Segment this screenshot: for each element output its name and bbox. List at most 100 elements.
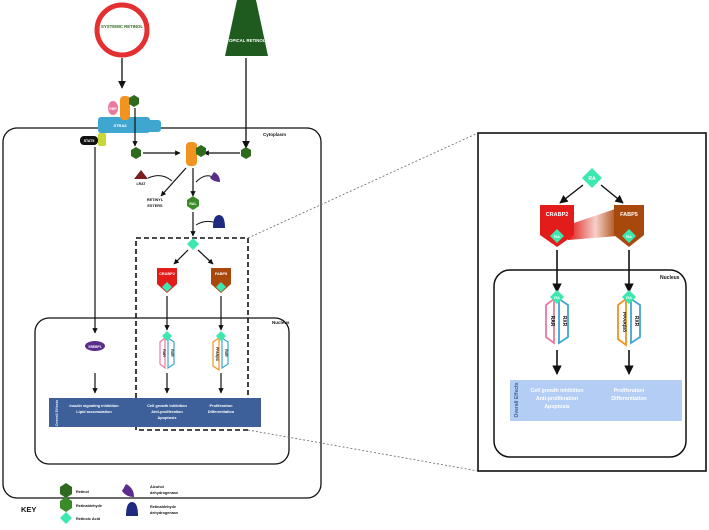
cytoplasm-label: Cytoplasm	[263, 132, 286, 137]
rbp-label: RBP	[109, 107, 117, 111]
key-alcohol-dh-label-2: dehydrogenase	[150, 491, 178, 495]
crabp2-fabp5-bridge	[568, 208, 618, 240]
ra-bound-rar-small	[162, 331, 172, 341]
crabp2-protein-small	[157, 268, 177, 293]
rxr-label-large-2: RXR	[633, 316, 639, 327]
effect-lipid: Lipid accumulation	[76, 409, 112, 414]
zoom-connector-bottom	[247, 429, 479, 472]
systemic-retinol-ring	[94, 2, 150, 58]
crabp2-label-small: CRABP2	[159, 272, 175, 276]
srebp1-label: SREBP1	[88, 345, 101, 349]
ra-bound-fabp5-large	[622, 229, 636, 243]
rxr-ppar-partner-small	[221, 336, 229, 370]
stra6-label: STRA6	[113, 123, 127, 128]
stra6-side-lobe	[145, 120, 161, 132]
ppar-label-large: PPARβ/δ	[621, 312, 627, 332]
rxr-label-small: RXR	[170, 349, 174, 357]
rxr-label-large: RXR	[561, 316, 567, 327]
rar-protein-small	[159, 336, 166, 370]
crbp-retinol-complex	[186, 142, 206, 166]
rxr-protein-large	[558, 297, 569, 345]
zoom-effect-anti-proliferation: Anti-proliferation	[536, 396, 578, 402]
key-retinaldehyde-icon	[60, 497, 72, 512]
systemic-retinol-source: SYSTEMIC RETINOL	[94, 2, 150, 58]
retinyl-esters-label-1: RETINYL	[147, 198, 164, 202]
nucleus-zoom-label: Nucleus	[660, 275, 680, 281]
ra-label-ppar: RA	[626, 295, 632, 300]
ra-bound-crabp2-large	[550, 229, 564, 243]
topical-label: TOPICAL RETINOL	[227, 38, 266, 43]
fabp5-label-small: FABP5	[215, 272, 227, 276]
ra-label-zoom: RA	[588, 176, 596, 182]
effect-insulin: Insulin signaling inhibition	[69, 403, 119, 408]
ra-bound-fabp5-small	[216, 282, 226, 292]
retinol-molecule-topical	[241, 147, 251, 159]
fabp5-large: FABP5 RA	[614, 205, 644, 247]
jak-kinase	[98, 133, 106, 146]
systemic-label-1: SYSTEMIC RETINOL	[101, 24, 143, 29]
rxr-ppar-partner-large	[630, 297, 641, 345]
ra-molecule-cytoplasm	[187, 238, 199, 250]
ral-molecule	[187, 196, 199, 210]
stra6-receptor-complex: STRA6 RBP STAT5	[80, 95, 161, 146]
ppar-protein-small	[212, 336, 220, 372]
effect-differentiation: Differentiation	[208, 409, 235, 414]
rxr-protein-small	[167, 336, 175, 370]
effects-title-zoom: Overall Effects	[514, 382, 520, 417]
key-retinaldehyde-dh-label-1: Retinaldehyde	[150, 505, 176, 509]
ppar-protein-large	[617, 297, 627, 347]
cell-membrane	[2, 127, 322, 499]
rbp-protein	[108, 101, 118, 115]
lrat-label: LRAT	[136, 182, 146, 186]
stat5-label: STAT5	[84, 139, 95, 143]
lrat-enzyme	[134, 170, 148, 179]
effect-proliferation: Proliferation	[210, 403, 234, 408]
ppar-rxr-large: PPARβ/δ RXR RA	[617, 290, 641, 347]
nucleus-label: Nucleus	[272, 320, 290, 325]
raldh-catalysis-arc	[195, 220, 217, 226]
srebp1-protein	[85, 341, 105, 351]
rdh-enzyme	[210, 172, 220, 182]
retinol-molecule-systemic	[131, 147, 141, 159]
zoom-effect-proliferation: Proliferation	[614, 388, 645, 394]
effects-bar-main	[49, 398, 261, 427]
key-retinol-label: Retinol	[76, 490, 89, 494]
rar-label-small: RAR	[162, 349, 166, 357]
effect-growth-inhibition: Cell growth inhibition	[147, 403, 187, 408]
key-retinol-icon	[60, 483, 72, 498]
crbp-protein	[186, 142, 197, 166]
crabp2-label-large: CRABP2	[546, 212, 569, 218]
crabp2-large: CRABP2 RA	[540, 205, 574, 247]
ra-label-rar: RA	[554, 295, 560, 300]
effects-bar-zoom	[510, 380, 682, 421]
rxr-label-small-2: RXR	[224, 349, 228, 357]
key-retinaldehyde-dh-icon	[126, 502, 138, 516]
effect-apoptosis: Apoptosis	[157, 415, 176, 420]
fabp5-label-large: FABP5	[620, 212, 638, 218]
fabp5-protein-small	[211, 268, 231, 293]
effects-title-main: Overall Effects	[55, 400, 59, 427]
zoom-region-box	[135, 237, 249, 431]
topical-tube-shape	[225, 0, 268, 56]
ra-label-crabp2: RA	[554, 234, 560, 239]
raldh-enzyme	[213, 215, 225, 228]
crbp-bound	[120, 96, 130, 120]
ra-bound-ppar-small	[216, 331, 226, 341]
stra6-receptor	[98, 117, 150, 133]
ppar-rxr-small: PPARβ/δ RXR	[212, 331, 229, 372]
key-retinaldehyde-label: Retinaldehyde	[76, 504, 102, 508]
zoom-effect-differentiation: Differentiation	[611, 396, 646, 402]
key-retinaldehyde-dh-label-2: dehydrogenase	[150, 511, 178, 515]
lrat-catalysis-arc	[147, 175, 173, 182]
retinol-bound-crbp	[196, 145, 206, 157]
fabp5-small: FABP5	[211, 268, 231, 293]
ppar-label-small: PPARβ/δ	[215, 347, 219, 361]
ra-bound-crabp2-small	[162, 282, 172, 292]
topical-retinol-source: TOPICAL RETINOL	[225, 0, 268, 56]
crabp2-protein-large	[540, 205, 574, 247]
key-retinoic-acid-icon	[60, 512, 72, 524]
ra-molecule-zoom	[582, 168, 602, 188]
retinyl-esters-label-2: ESTERS	[147, 204, 163, 208]
